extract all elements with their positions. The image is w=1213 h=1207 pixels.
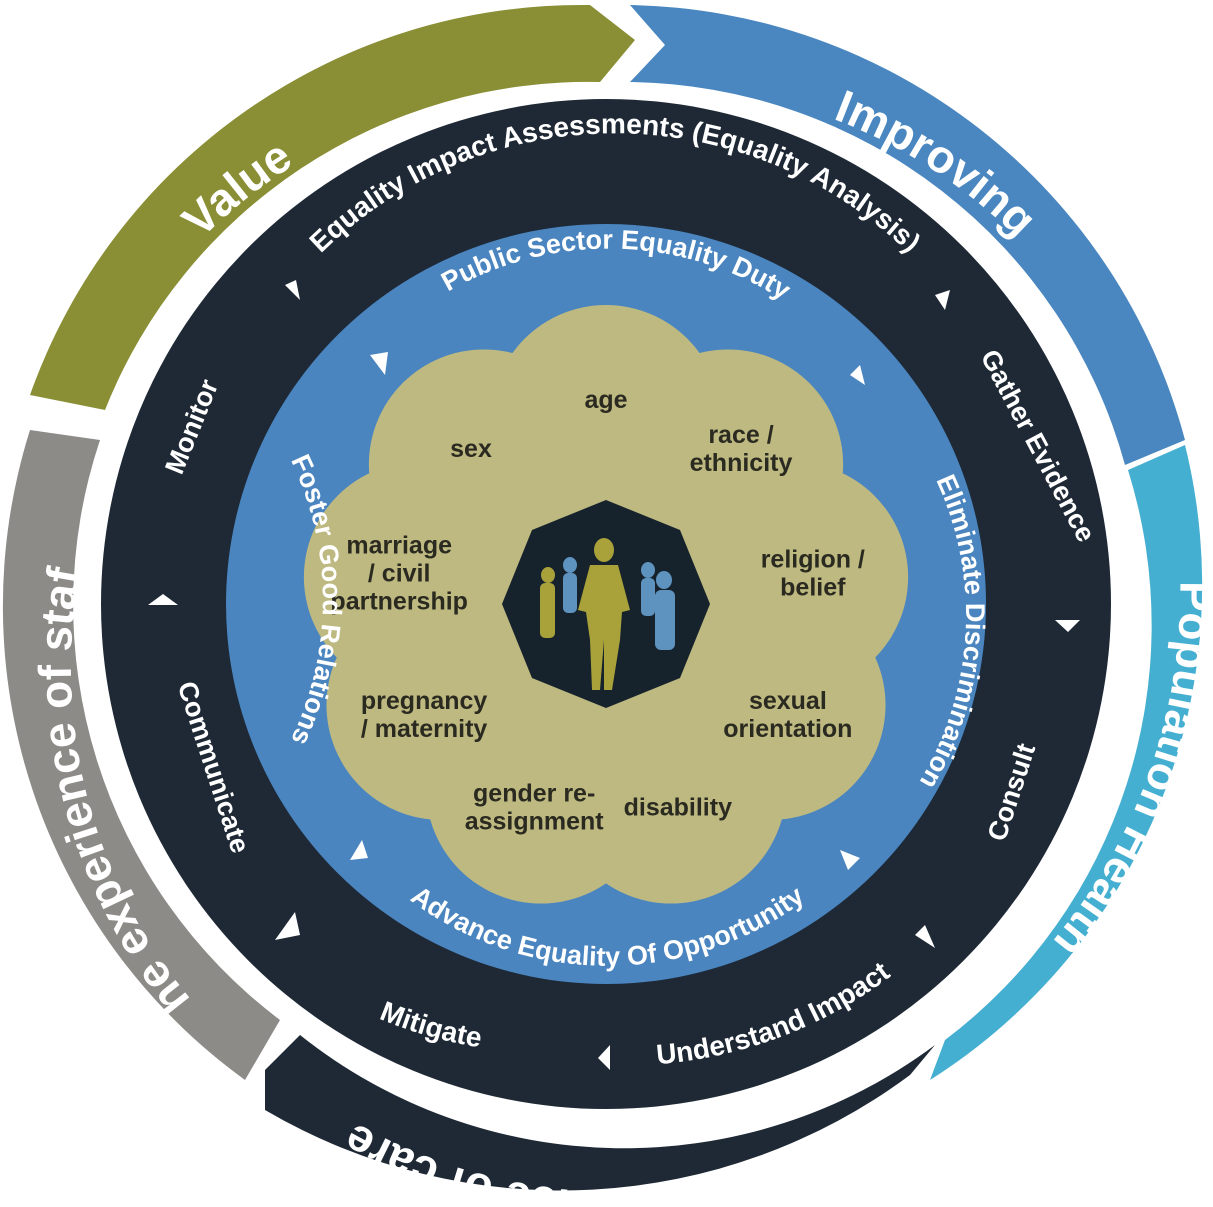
characteristic-label: disability [624,793,732,821]
experience-of-staff-segment [2,430,280,1080]
arrow-marker-advance-left [350,840,368,860]
improving-segment [630,5,1185,465]
characteristic-label: gender re-assignment [465,779,605,835]
arrow-marker-communicate [148,594,178,605]
characteristic-label: religion /belief [761,546,865,602]
protected-characteristics-flower: age race /ethnicity religion /belief sexual… [303,305,909,904]
arrow-marker-mitigate [275,912,300,940]
arrow-marker-psed-left [370,352,388,375]
arrow-marker-eia-right [935,290,950,310]
ring-arrows [148,280,1080,1070]
value-segment [30,4,635,411]
arrow-marker-eia-left [285,280,300,300]
arrow-marker-advance-right [840,850,860,870]
arrow-marker-understand [598,1045,610,1070]
characteristic-label: sex [450,435,492,463]
characteristic-label: race /ethnicity [690,421,793,477]
arrow-marker-consult [915,925,935,948]
experience-of-care-segment [265,1035,935,1191]
characteristic-label: pregnancy/ maternity [361,687,488,743]
people-silhouettes [540,538,675,690]
population-health-segment [930,445,1203,1080]
arrow-marker-psed-right [850,365,865,385]
arrow-marker-gather [1055,620,1080,632]
characteristic-label: age [584,386,627,414]
